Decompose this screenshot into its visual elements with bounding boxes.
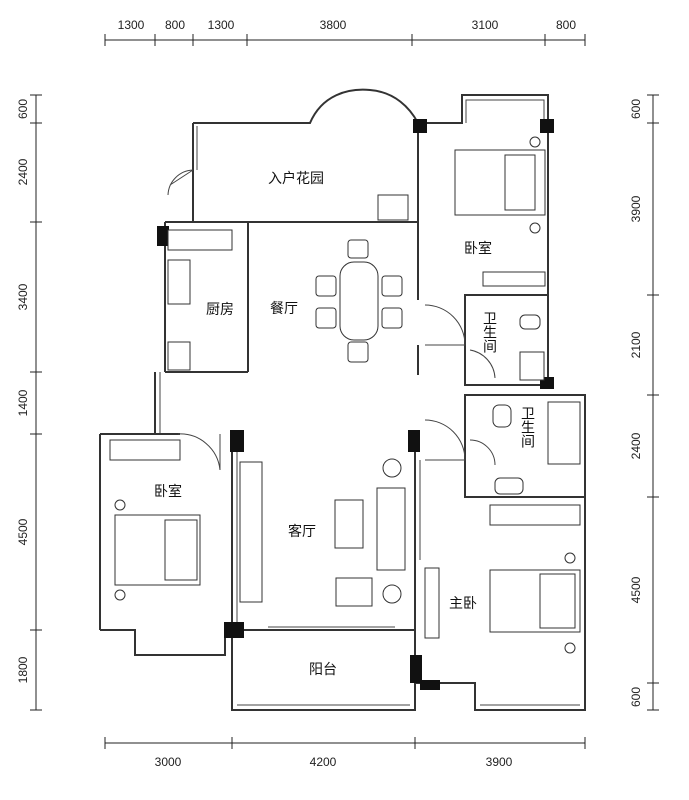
dim-left-6: 1800	[16, 656, 30, 683]
dim-right-4: 2400	[629, 432, 643, 459]
dim-right-6: 600	[629, 687, 643, 707]
room-label-bedroom-north: 卧室	[464, 240, 492, 257]
columns	[157, 119, 554, 690]
dim-top-3: 1300	[208, 18, 235, 32]
dim-bottom-2: 4200	[310, 755, 337, 769]
dim-right-3: 2100	[629, 331, 643, 358]
dim-left-4: 1400	[16, 389, 30, 416]
room-label-bathroom-1: 卫生间	[481, 311, 497, 354]
room-label-bedroom-west: 卧室	[154, 483, 182, 500]
dim-top-4: 3800	[320, 18, 347, 32]
dimension-bottom: 3000 4200 3900	[104, 737, 586, 769]
room-label-bathroom-2: 卫生间	[519, 406, 535, 449]
dim-left-2: 2400	[16, 158, 30, 185]
doors	[167, 169, 496, 471]
dim-right-2: 3900	[629, 195, 643, 222]
room-labels: 入户花园 卧室 厨房 餐厅 卫生间 卫生间 卧室 客厅 主卧 阳台	[154, 170, 535, 678]
room-label-master-bedroom: 主卧	[449, 596, 477, 612]
dim-top-6: 800	[556, 18, 576, 32]
furniture	[109, 136, 581, 654]
dim-bottom-1: 3000	[155, 755, 182, 769]
room-label-kitchen: 厨房	[206, 302, 234, 318]
dim-left-1: 600	[16, 99, 30, 119]
dim-left-3: 3400	[16, 283, 30, 310]
room-label-entrance-garden: 入户花园	[268, 170, 324, 187]
room-label-balcony: 阳台	[309, 662, 337, 678]
dim-top-1: 1300	[118, 18, 145, 32]
room-label-dining: 餐厅	[270, 301, 298, 317]
dim-bottom-3: 3900	[486, 755, 513, 769]
dim-right-5: 4500	[629, 576, 643, 603]
dimension-left: 600 2400 3400 1400 4500 1800	[16, 94, 42, 711]
dim-top-5: 3100	[472, 18, 499, 32]
dim-top-2: 800	[165, 18, 185, 32]
dimension-right: 600 3900 2100 2400 4500 600	[629, 94, 659, 711]
dim-left-5: 4500	[16, 518, 30, 545]
room-label-living: 客厅	[288, 523, 316, 540]
dim-right-1: 600	[629, 99, 643, 119]
dimension-top: 1300 800 1300 3800 3100 800	[104, 18, 586, 46]
